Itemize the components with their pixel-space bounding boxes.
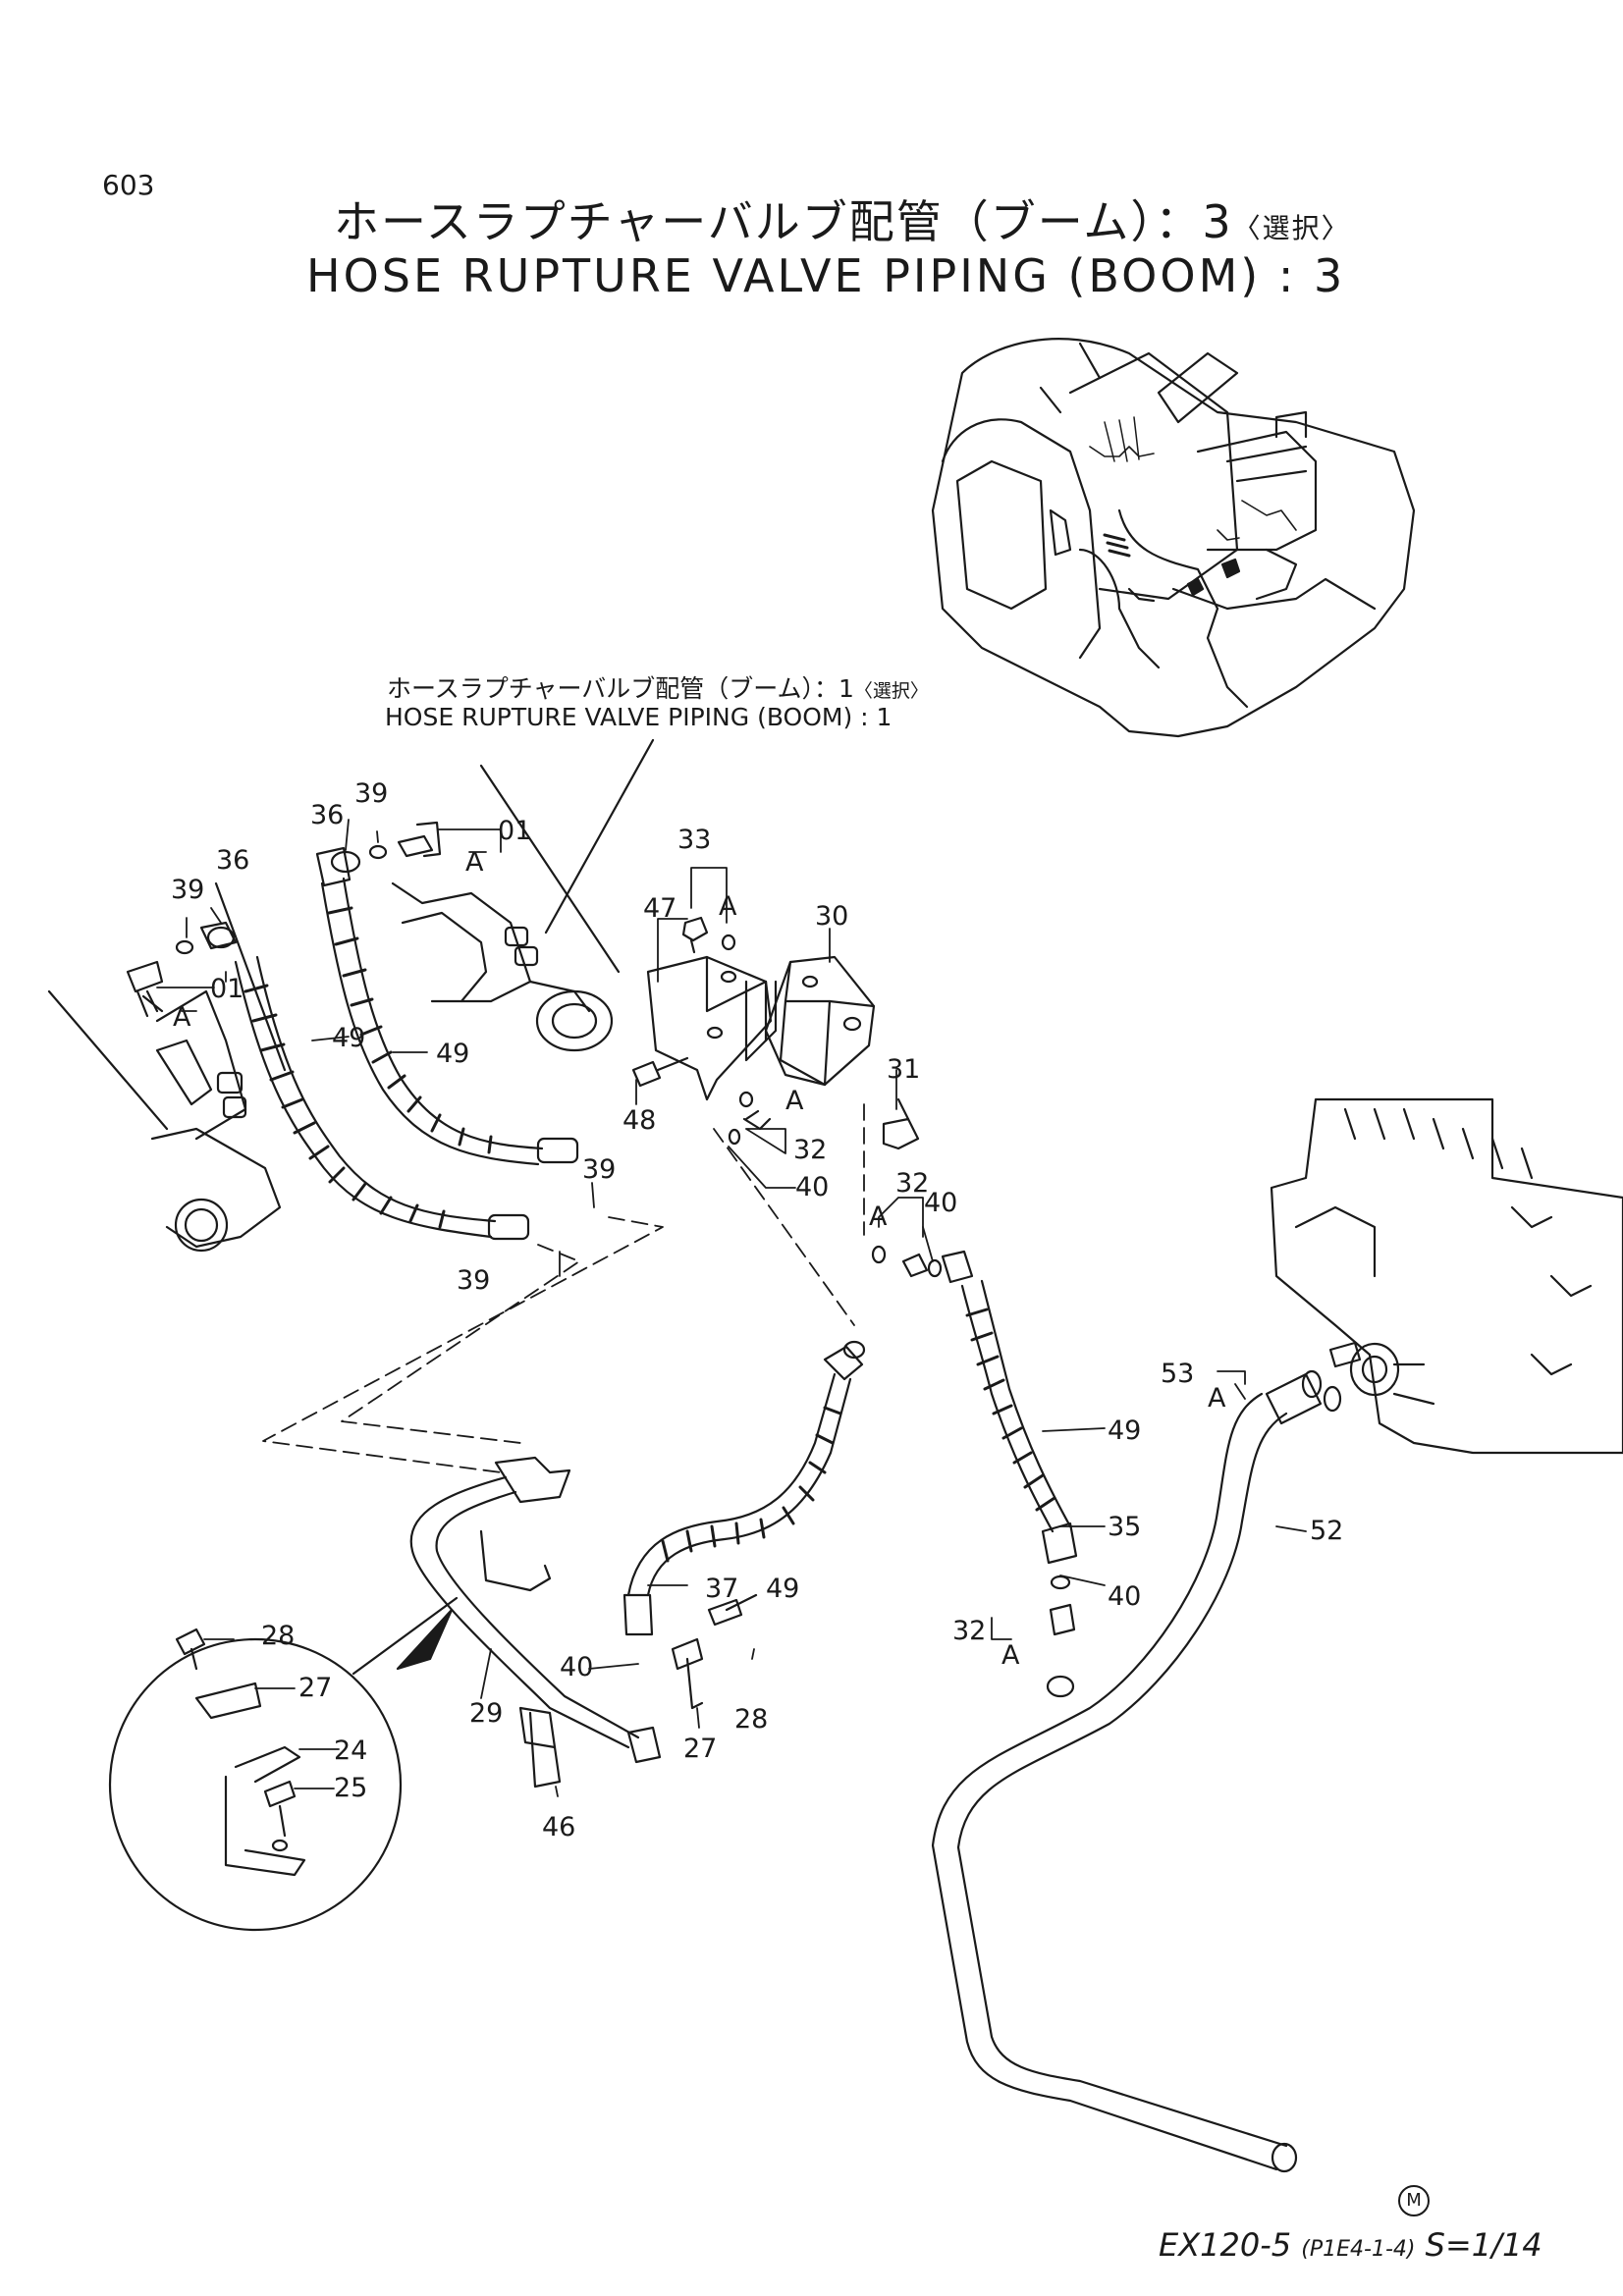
callout-33: 33 — [677, 825, 711, 855]
callout-32: 32 — [952, 1616, 986, 1646]
marker-A: A — [869, 1201, 888, 1232]
callout-36: 36 — [310, 800, 344, 830]
callout-48: 48 — [622, 1105, 656, 1136]
hose-49-middle — [315, 846, 579, 1166]
callout-49: 49 — [766, 1574, 799, 1604]
clamp-28-27 — [671, 1593, 758, 1710]
callout-27: 27 — [683, 1734, 717, 1764]
callout-40: 40 — [795, 1172, 829, 1202]
right-boom-cylinder — [391, 764, 621, 1052]
callout-49: 49 — [1108, 1415, 1141, 1446]
footer-model-code: EX120-5 (P1E4-1-4) S=1/14 — [1159, 2226, 1542, 2264]
reference-jp-option: 〈選択〉 — [853, 680, 929, 702]
callout-01: 01 — [210, 974, 243, 1004]
valve-block-assembly — [646, 955, 876, 1101]
callout-39: 39 — [354, 778, 388, 809]
callout-49: 49 — [332, 1023, 365, 1053]
callout-40: 40 — [924, 1188, 957, 1218]
callout-31: 31 — [887, 1054, 920, 1085]
callout-53: 53 — [1161, 1359, 1194, 1389]
reference-jp-text: ホースラプチャーバルブ配管（ブーム）：1 — [387, 674, 854, 703]
left-boom-cylinder — [47, 881, 287, 1253]
callout-52: 52 — [1310, 1516, 1343, 1546]
footer-code: (P1E4-1-4) — [1301, 2237, 1416, 2262]
marker-A: A — [785, 1086, 804, 1116]
callout-39: 39 — [457, 1265, 490, 1296]
pipe-52 — [931, 1369, 1323, 2173]
hose-37 — [622, 1340, 866, 1636]
reference-leader-line — [544, 738, 655, 934]
marker-A: A — [1208, 1383, 1226, 1414]
leader-lines — [156, 819, 1307, 1797]
callout-46: 46 — [542, 1812, 575, 1842]
title-jp-text: ホースラプチャーバルブ配管（ブーム）：3 — [334, 195, 1233, 248]
callout-32: 32 — [793, 1135, 827, 1165]
fittings-top — [126, 821, 442, 1018]
marker-A: A — [1001, 1640, 1020, 1671]
callout-28: 28 — [261, 1621, 295, 1651]
callout-28: 28 — [734, 1704, 768, 1735]
footer-model: EX120-5 — [1159, 2226, 1292, 2264]
title-jp-option: 〈選択〉 — [1232, 212, 1351, 244]
footer-m-mark: M — [1398, 2185, 1430, 2216]
callout-27: 27 — [298, 1673, 332, 1703]
callout-47: 47 — [643, 893, 676, 924]
callout-01: 01 — [498, 816, 531, 846]
callout-30: 30 — [815, 901, 848, 932]
callout-29: 29 — [469, 1698, 503, 1729]
callout-36: 36 — [216, 845, 249, 876]
detail-circle — [108, 1596, 459, 1932]
callout-40: 40 — [560, 1652, 593, 1682]
callout-40: 40 — [1108, 1581, 1141, 1612]
callout-24: 24 — [334, 1735, 367, 1766]
title-english: HOSE RUPTURE VALVE PIPING (BOOM) : 3 — [306, 249, 1346, 302]
reference-label-english: HOSE RUPTURE VALVE PIPING (BOOM) : 1 — [385, 703, 893, 731]
callout-35: 35 — [1108, 1512, 1141, 1542]
hydraulic-pump — [1270, 1097, 1623, 1455]
dashed-routing — [262, 1103, 865, 1473]
callout-39: 39 — [582, 1154, 616, 1185]
marker-A: A — [173, 1002, 191, 1033]
hose-49-right — [941, 1250, 1078, 1698]
reference-label-japanese: ホースラプチャーバルブ配管（ブーム）：1〈選択〉 — [387, 669, 929, 705]
excavator-overview-illustration — [931, 338, 1416, 738]
callout-32: 32 — [895, 1168, 929, 1199]
hose-49-left — [199, 921, 530, 1241]
footer-sheet: S=1/14 — [1425, 2226, 1542, 2264]
callout-49: 49 — [436, 1039, 469, 1069]
pipe-29 — [409, 1456, 662, 1789]
callout-labels: 39 36 01 A 36 39 01 A 49 49 33 A 47 30 3… — [171, 778, 1343, 1842]
callout-37: 37 — [705, 1574, 738, 1604]
marker-A: A — [465, 847, 484, 878]
callout-25: 25 — [334, 1773, 367, 1803]
title-japanese: ホースラプチャーバルブ配管（ブーム）：3〈選択〉 — [334, 187, 1351, 251]
marker-A: A — [719, 891, 737, 922]
callout-39: 39 — [171, 875, 204, 905]
page-number: 603 — [102, 169, 155, 201]
